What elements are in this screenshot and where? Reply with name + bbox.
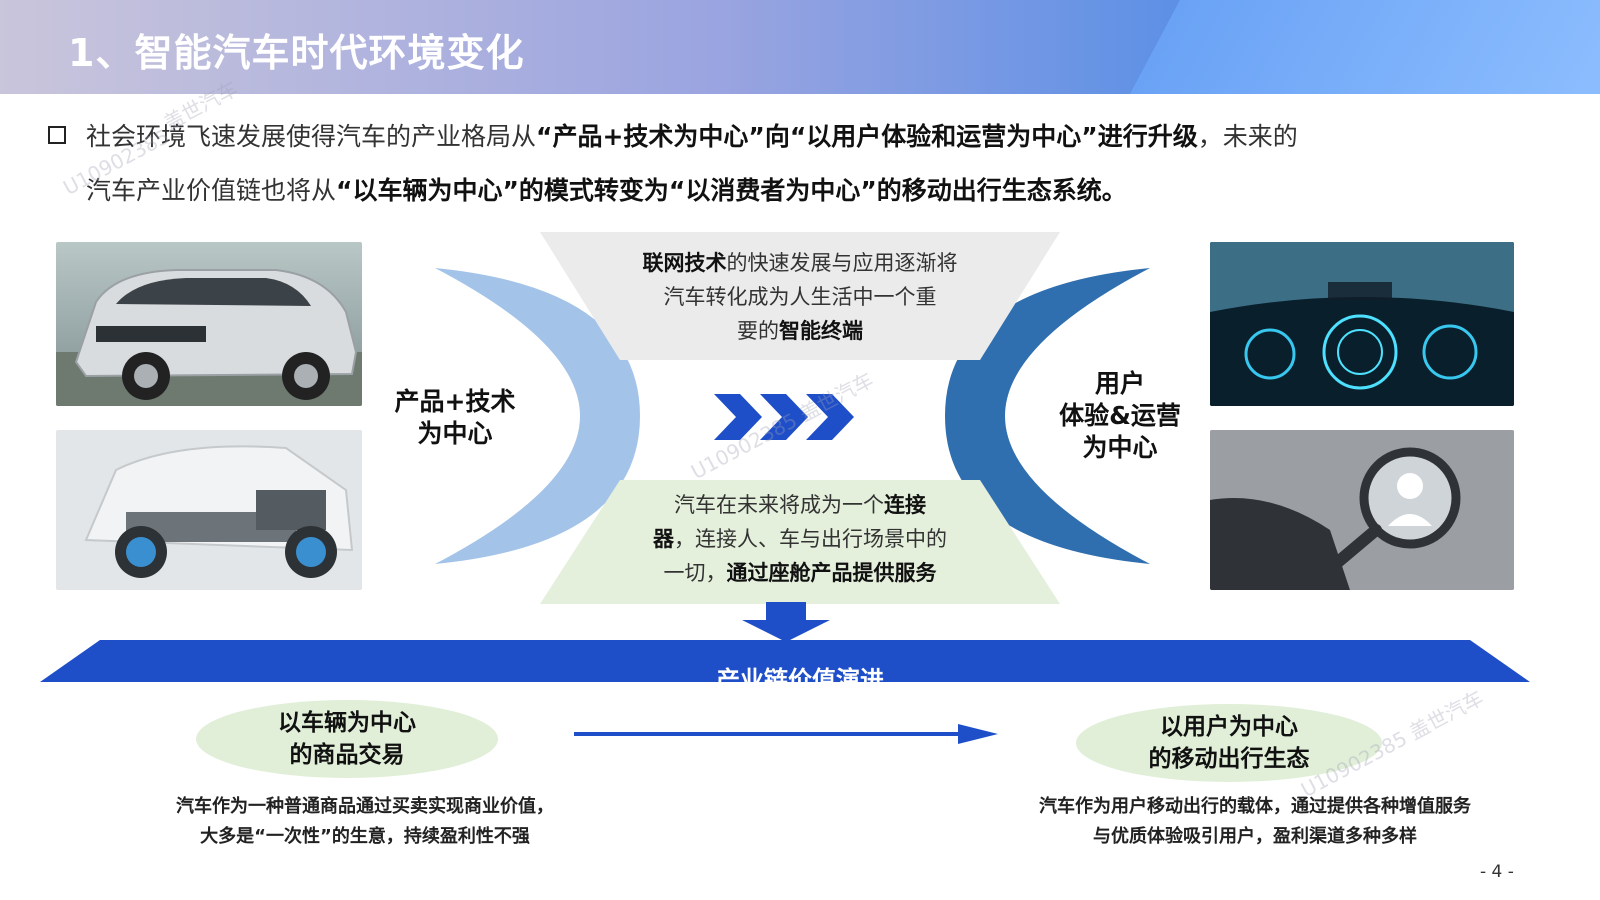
bold-text-run: “以消费者为中心” [668, 176, 877, 205]
text-run: 一切， [663, 561, 727, 585]
bold-text-run: 器 [653, 527, 674, 551]
bottom-box-line: 汽车在未来将成为一个连接 [580, 488, 1020, 522]
banner-label: 产业链价值演进 [716, 666, 884, 694]
text-run: 汽车转化成为人生活中一个重 [663, 285, 937, 309]
text-run: ，连接人、车与出行场景中的 [674, 527, 947, 551]
page-title: 1、智能汽车时代环境变化 [68, 31, 525, 75]
intro-line-1: 社会环境飞速发展使得汽车的产业格局从“产品+技术为中心”向“以用户体验和运营为中… [86, 110, 1586, 164]
right-label-line1: 用户 [1094, 369, 1145, 398]
right-label-line3: 为中心 [1082, 433, 1158, 462]
intro-paragraph: 社会环境飞速发展使得汽车的产业格局从“产品+技术为中心”向“以用户体验和运营为中… [86, 110, 1586, 218]
bullet-square-icon [48, 126, 66, 144]
header-band: 1、智能汽车时代环境变化 [0, 0, 1600, 94]
text-run: 社会环境飞速发展使得汽车的产业格局从 [86, 122, 537, 151]
left-pill: 以车辆为中心 的商品交易 [196, 700, 498, 778]
left-desc-line1: 汽车作为一种普通商品通过买卖实现商业价值， [176, 796, 554, 817]
value-chain-banner [40, 640, 1530, 682]
smart-cockpit-photo [1210, 242, 1514, 406]
left-crescent-label: 产品+技术 为中心 [380, 386, 530, 450]
bold-text-run: 进行升级 [1097, 122, 1198, 151]
bottom-box-line: 一切，通过座舱产品提供服务 [580, 556, 1020, 590]
top-box-line: 汽车转化成为人生活中一个重 [580, 280, 1020, 314]
bold-text-run: 通过座舱产品提供服务 [726, 561, 937, 585]
right-desc-line1: 汽车作为用户移动出行的载体，通过提供各种增值服务 [1039, 796, 1471, 817]
bold-text-run: 连接 [884, 493, 926, 517]
chassis-photo [56, 430, 362, 590]
down-arrow-icon [742, 602, 830, 642]
left-pill-line2: 的商品交易 [289, 742, 405, 768]
bold-text-run: 的模式转变为 [518, 176, 669, 205]
bold-text-run: 向 [764, 122, 790, 151]
left-description: 汽车作为一种普通商品通过买卖实现商业价值， 大多是“一次性”的生意，持续盈利性不… [110, 792, 620, 852]
bold-text-run: 智能终端 [779, 319, 863, 343]
right-pill-line1: 以用户为中心 [1160, 714, 1298, 740]
text-run: ，未来的 [1197, 122, 1298, 151]
top-box-text: 联网技术的快速发展与应用逐渐将 汽车转化成为人生活中一个重 要的智能终端 [580, 246, 1020, 348]
left-label-line1: 产品+技术 [394, 387, 516, 416]
right-crescent-label: 用户 体验&运营 为中心 [1050, 368, 1190, 464]
header-accent [1130, 0, 1600, 94]
left-label-line2: 为中心 [417, 419, 493, 448]
bottom-box-text: 汽车在未来将成为一个连接 器，连接人、车与出行场景中的 一切，通过座舱产品提供服… [580, 488, 1020, 590]
right-crescent [945, 268, 1150, 564]
text-run: 汽车在未来将成为一个 [674, 493, 884, 517]
text-run: 要的 [737, 319, 779, 343]
bold-text-run: “以车辆为中心” [336, 176, 519, 205]
right-label-line2: 体验&运营 [1059, 401, 1181, 430]
left-desc-line2: 大多是“一次性”的生意，持续盈利性不强 [200, 826, 530, 847]
intro-line-2: 汽车产业价值链也将从“以车辆为中心”的模式转变为“以消费者为中心”的移动出行生态… [86, 164, 1586, 218]
text-run: 汽车产业价值链也将从 [86, 176, 337, 205]
right-description: 汽车作为用户移动出行的载体，通过提供各种增值服务 与优质体验吸引用户，盈利渠道多… [1000, 792, 1510, 852]
right-pill: 以用户为中心 的移动出行生态 [1076, 704, 1382, 782]
top-box-line: 联网技术的快速发展与应用逐渐将 [580, 246, 1020, 280]
bold-text-run: 联网技术 [642, 251, 727, 275]
left-crescent [435, 268, 640, 564]
right-desc-line2: 与优质体验吸引用户，盈利渠道多种多样 [1093, 826, 1417, 847]
right-pill-line2: 的移动出行生态 [1148, 746, 1310, 772]
user-search-photo [1210, 430, 1514, 590]
top-trapezoid [540, 232, 1060, 360]
bottom-box-line: 器，连接人、车与出行场景中的 [580, 522, 1020, 556]
evolution-arrow-icon [574, 724, 998, 744]
top-box-line: 要的智能终端 [580, 314, 1020, 348]
bold-text-run: “以用户体验和运营为中心” [789, 122, 1098, 151]
text-run: 的快速发展与应用逐渐将 [726, 251, 958, 275]
bold-text-run: 的移动出行生态系统。 [876, 176, 1127, 205]
bold-text-run: “产品+技术为中心” [536, 122, 765, 151]
page-number: - 4 - [1480, 862, 1514, 882]
left-pill-line1: 以车辆为中心 [278, 710, 416, 736]
triple-chevron-icon [714, 394, 854, 440]
suv-photo [56, 242, 362, 406]
bottom-trapezoid [540, 480, 1060, 604]
